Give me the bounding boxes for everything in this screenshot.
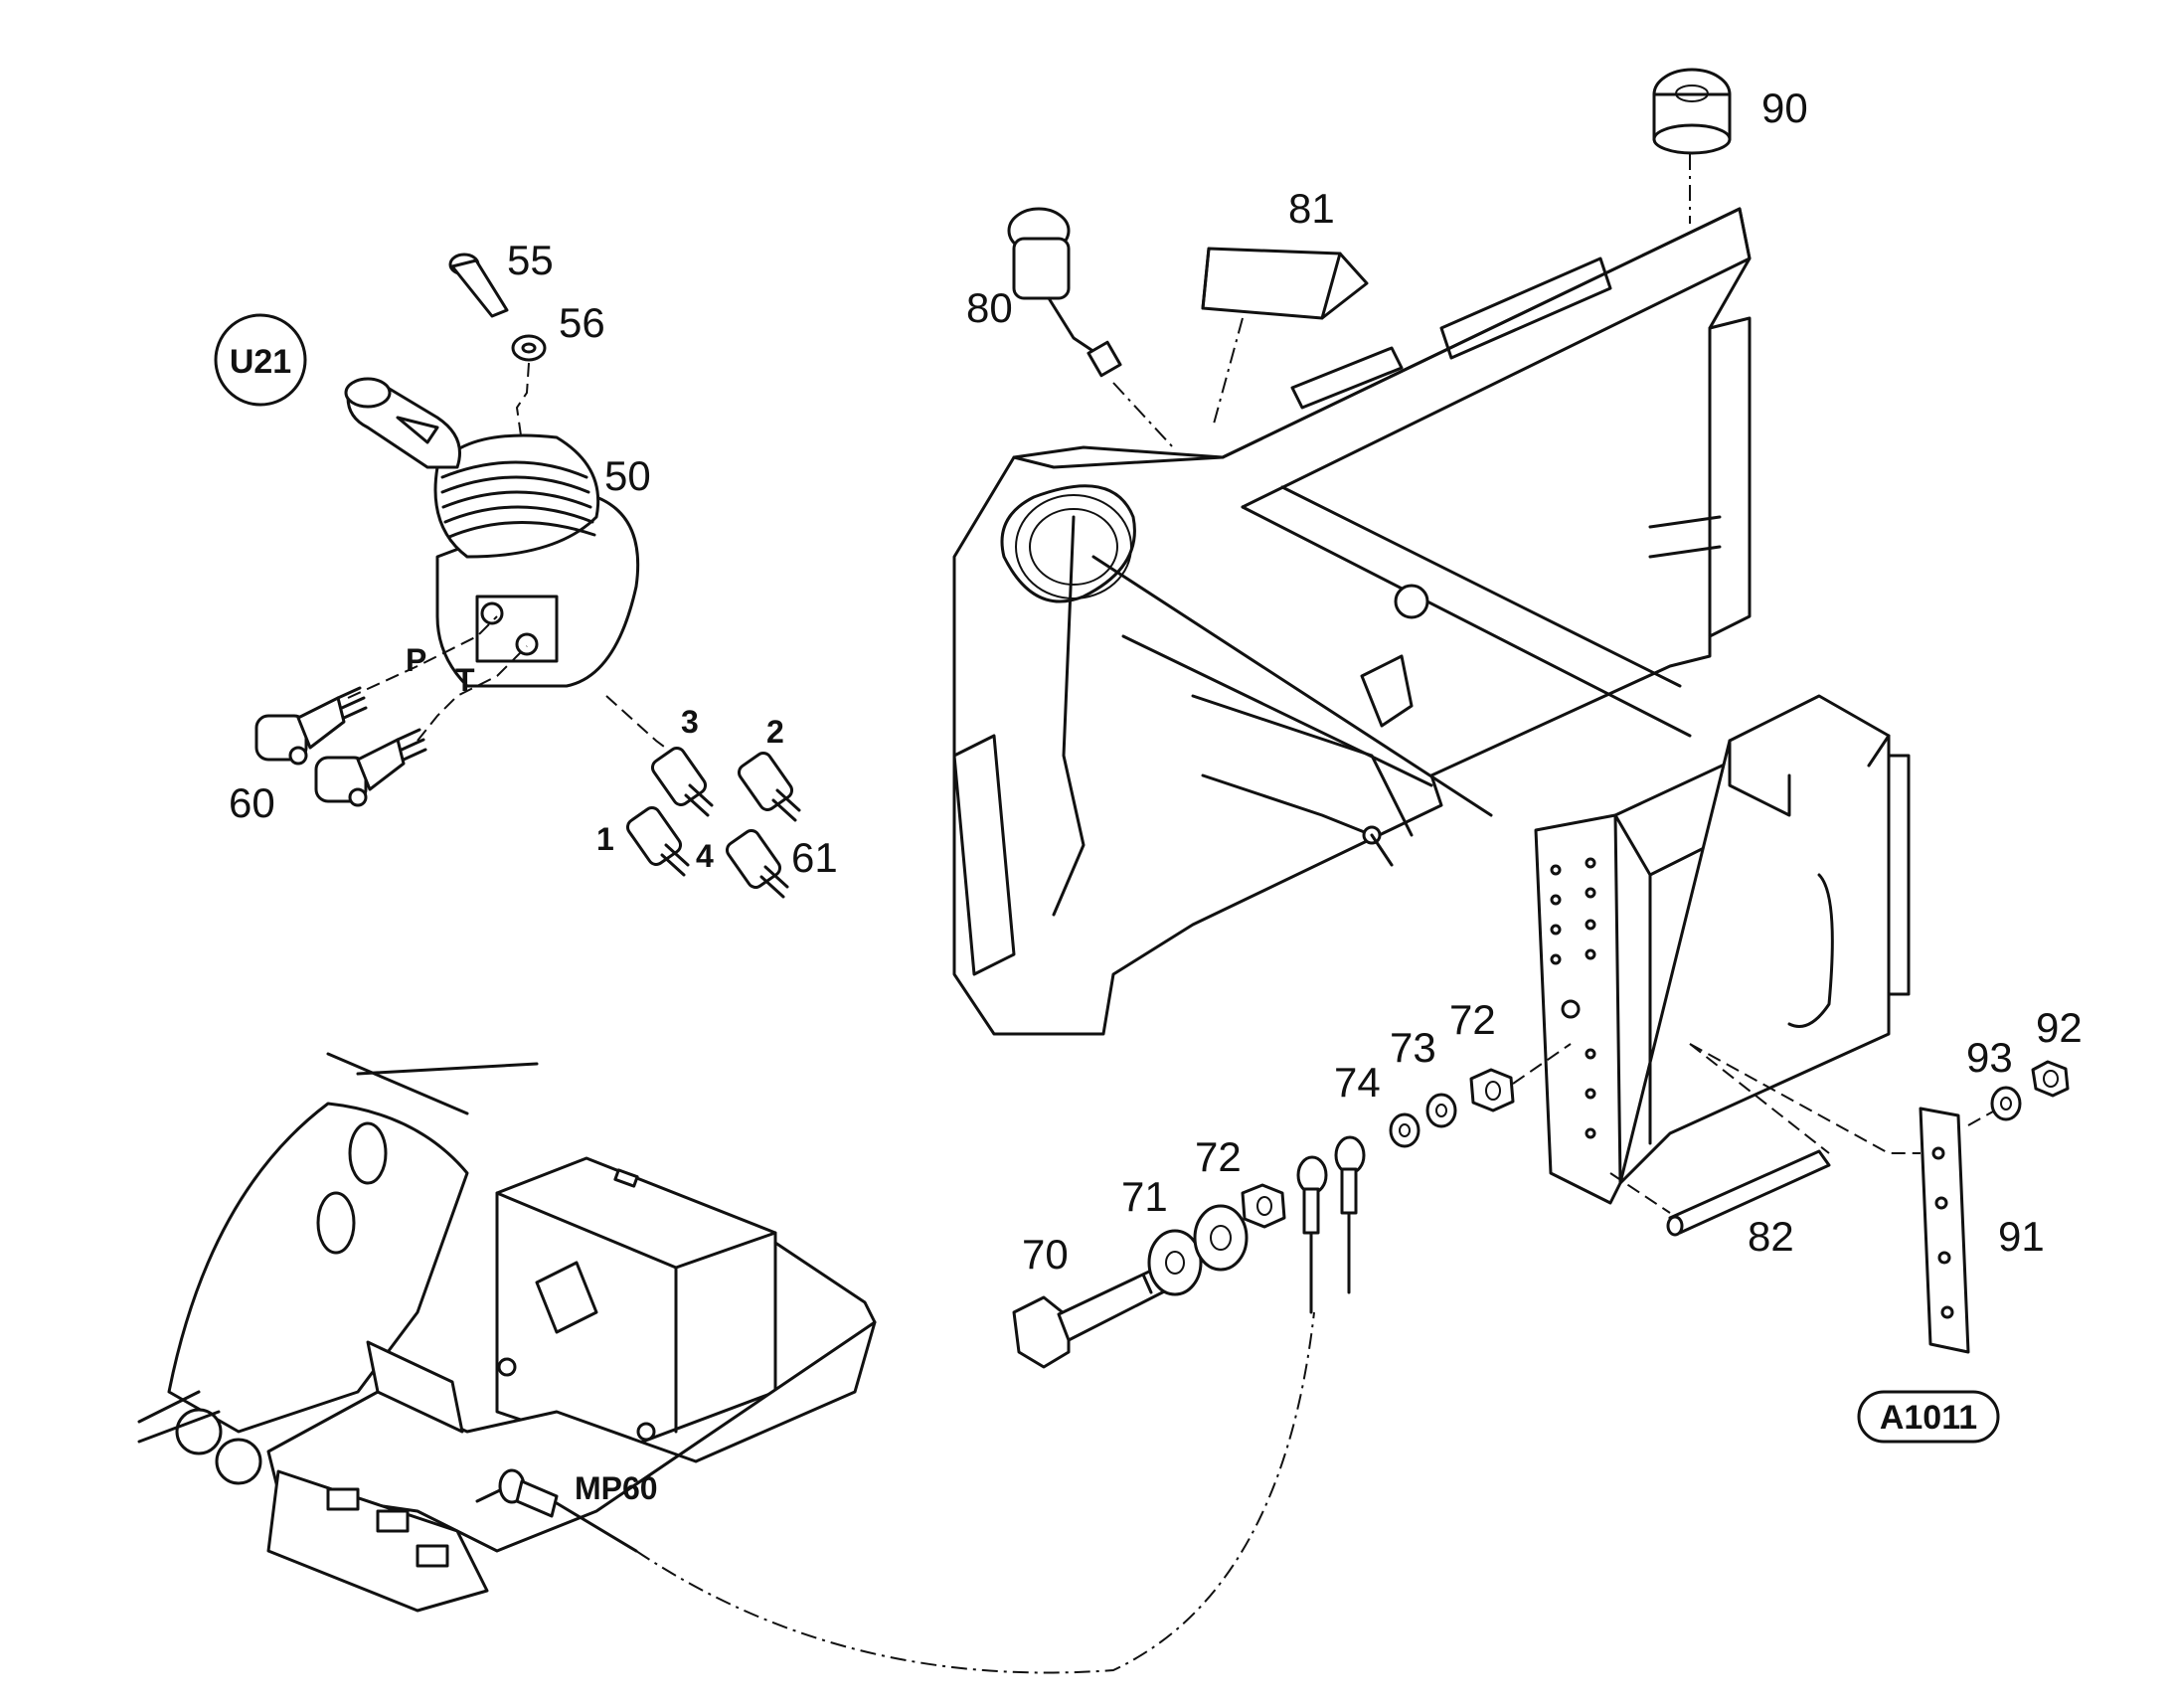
port-label-t: T [455,662,475,698]
mounting-bracket [1534,694,1911,1205]
port-label-p: P [406,642,426,678]
nut-72-upper [1469,1068,1515,1112]
callout-55: 55 [507,237,554,283]
measure-point-label: MP60 [575,1470,658,1506]
washer-74 [1389,1112,1421,1148]
mounting-strap [1919,1107,1970,1354]
fitting-tank [314,728,427,807]
group-badge-label: U21 [230,343,291,381]
callout-56: 56 [559,299,605,346]
valve-spool-1 [625,806,690,877]
measure-point-sensor [475,1468,638,1553]
nut-72-lower [1241,1183,1286,1229]
armrest-pad [1201,247,1369,320]
callout-74: 74 [1334,1059,1381,1106]
pin-label-4: 4 [696,838,714,874]
push-switch [1007,207,1122,378]
callout-91: 91 [1998,1213,2045,1260]
cable-lug-2 [1334,1135,1366,1294]
callout-82: 82 [1748,1213,1794,1260]
cable-lug-1 [1296,1155,1328,1314]
valve-spool-2 [737,752,801,822]
pin-label-1: 1 [596,821,614,857]
figure-code-label: A1011 [1880,1399,1977,1437]
valve-spool-3 [650,747,714,817]
pin-label-2: 2 [766,714,784,750]
callout-93: 93 [1966,1034,2013,1081]
washer-part [511,334,547,362]
group-badge: U21 [214,313,307,407]
filler-cap [1652,68,1732,155]
pin-rod [1666,1149,1831,1237]
washer-93 [1990,1086,2022,1121]
washer-71 [1147,1229,1203,1296]
callout-50: 50 [604,452,651,499]
chassis-base [137,1052,877,1613]
callout-81: 81 [1288,185,1335,232]
bracket-holes [1550,857,1596,1139]
nut-92 [2031,1060,2070,1098]
washer-72-large [1193,1204,1249,1272]
callout-72-lower: 72 [1195,1133,1242,1180]
fitting-pressure [254,686,368,766]
callout-71: 71 [1121,1173,1168,1220]
callout-72-upper: 72 [1449,996,1496,1043]
pin-label-3: 3 [681,704,699,740]
joystick-assembly [344,377,640,688]
valve-spool-4 [725,829,789,899]
callout-92: 92 [2036,1004,2083,1051]
callout-70: 70 [1022,1231,1069,1278]
control-console-frame [952,207,1752,1036]
callout-61: 61 [791,834,838,881]
callout-60: 60 [229,779,275,826]
callout-80: 80 [966,284,1013,331]
screw-part [448,253,509,318]
washer-73 [1425,1093,1457,1128]
callout-73: 73 [1390,1024,1436,1071]
figure-code-badge: A1011 [1857,1390,2000,1444]
callout-90: 90 [1761,85,1808,131]
